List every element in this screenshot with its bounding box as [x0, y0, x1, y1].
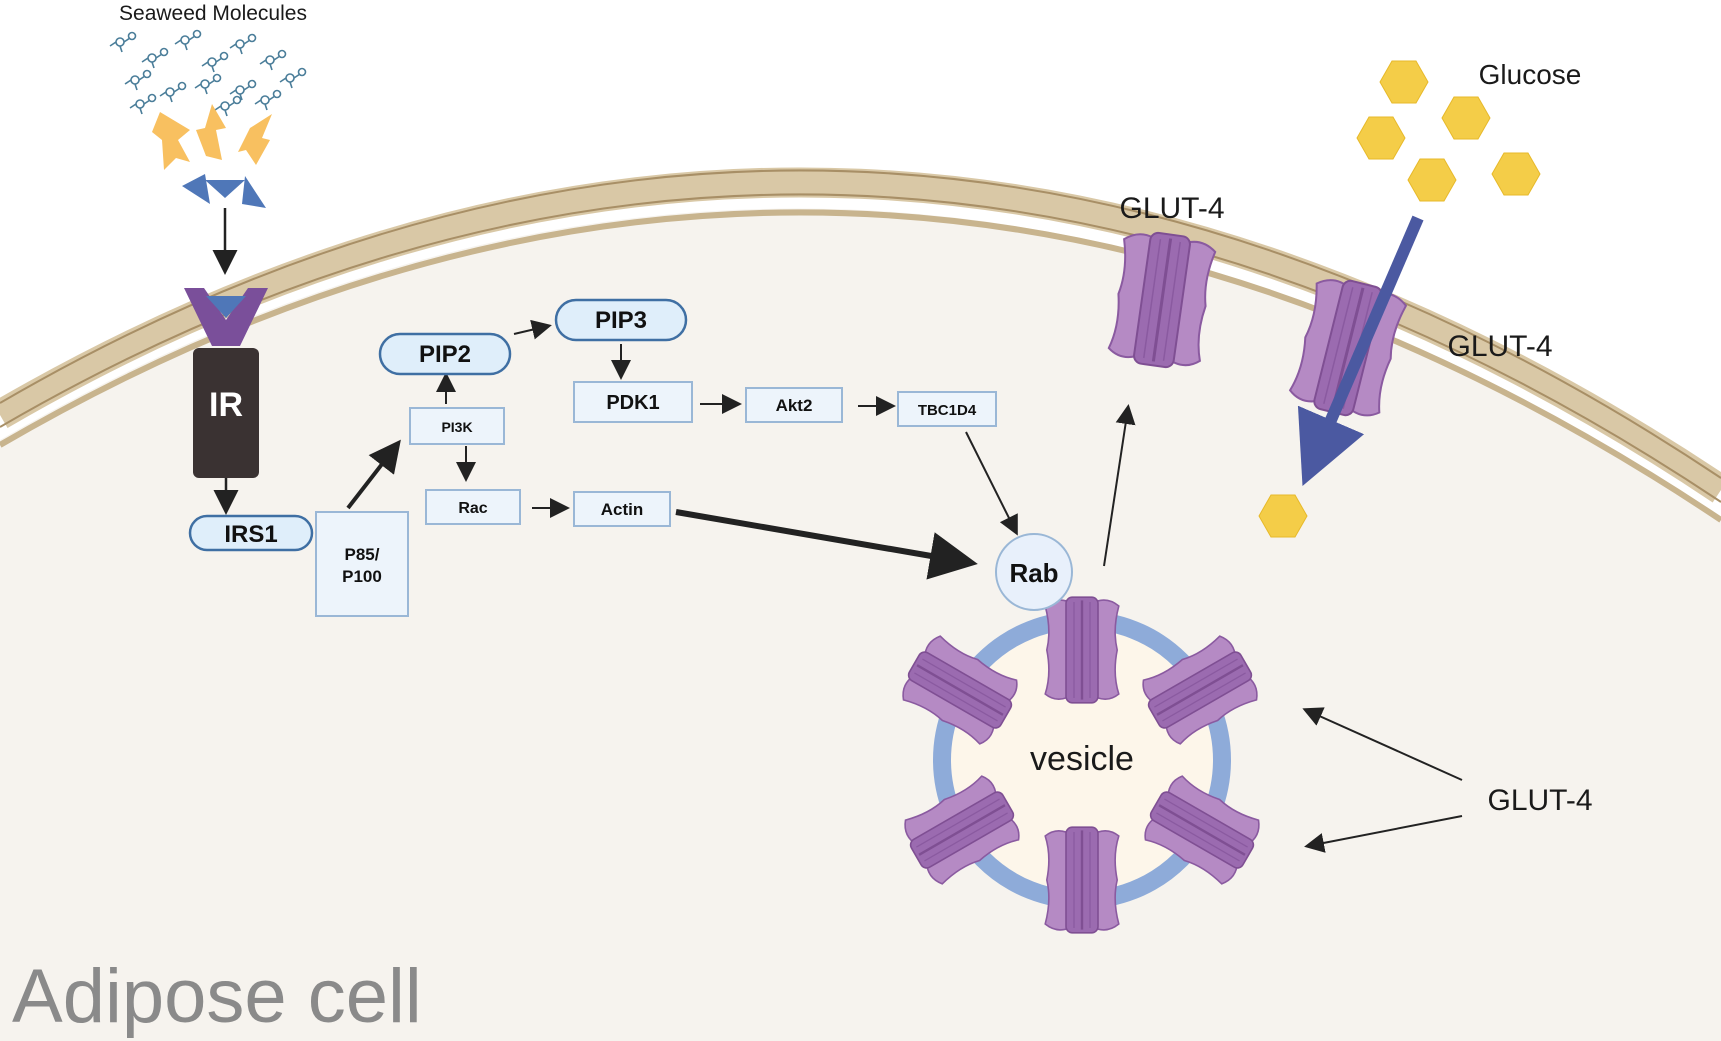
membrane-outer-line	[0, 169, 1721, 479]
pip2-node	[378, 332, 512, 376]
vesicle-label: vesicle	[1030, 740, 1134, 778]
akt2-label: Akt2	[776, 396, 813, 415]
p100-label: P100	[342, 567, 382, 586]
arrow-label-to-lower-transporter	[1304, 815, 1463, 853]
rab-label: Rab	[1009, 558, 1058, 588]
tbc1d4-label: TBC1D4	[918, 402, 977, 419]
pi3k-label: PI3K	[441, 419, 472, 435]
orange-arrows-icon	[152, 104, 272, 170]
actin-node	[573, 491, 671, 527]
actin-label: Actin	[601, 500, 644, 519]
rac-label: Rac	[458, 500, 487, 517]
pip2-label: PIP2	[419, 341, 471, 368]
arrow-p85-to-pi3k	[346, 439, 401, 510]
p85-label: P85/	[345, 545, 380, 564]
glucose-transport-arrow	[1297, 215, 1424, 487]
irs1-label: IRS1	[224, 521, 277, 548]
arrow-tbc1d4-to-rab	[965, 431, 1018, 536]
membrane-lower-band	[0, 209, 1721, 523]
glut4-right-label: GLUT-4	[1447, 330, 1552, 363]
ir-label: IR	[209, 386, 243, 424]
glucose-label: Glucose	[1479, 59, 1582, 90]
insulin-receptor	[184, 288, 268, 478]
glut4-vesicle-label: GLUT-4	[1487, 784, 1592, 817]
rac-node	[425, 489, 521, 525]
glut4-top-label: GLUT-4	[1119, 192, 1224, 225]
pi3k-node	[409, 407, 505, 445]
seaweed-label: Seaweed Molecules	[119, 2, 307, 25]
ligand-icon	[182, 174, 266, 208]
tbc1d4-node	[897, 391, 997, 427]
pip3-label: PIP3	[595, 307, 647, 334]
pdk1-node	[573, 381, 693, 423]
adipose-cell-label: Adipose cell	[12, 954, 422, 1039]
arrow-vesicle-to-membrane	[1103, 404, 1136, 567]
arrow-pip2-to-pip3	[513, 319, 552, 340]
rab-node	[995, 533, 1073, 611]
p85-p100-node	[315, 511, 409, 617]
irs1-node	[188, 514, 314, 552]
arrow-label-to-upper-transporter	[1302, 707, 1463, 781]
arrow-actin-to-rab	[675, 509, 978, 580]
akt2-node	[745, 387, 843, 423]
pdk1-label: PDK1	[606, 392, 659, 414]
pip3-node	[554, 298, 688, 342]
